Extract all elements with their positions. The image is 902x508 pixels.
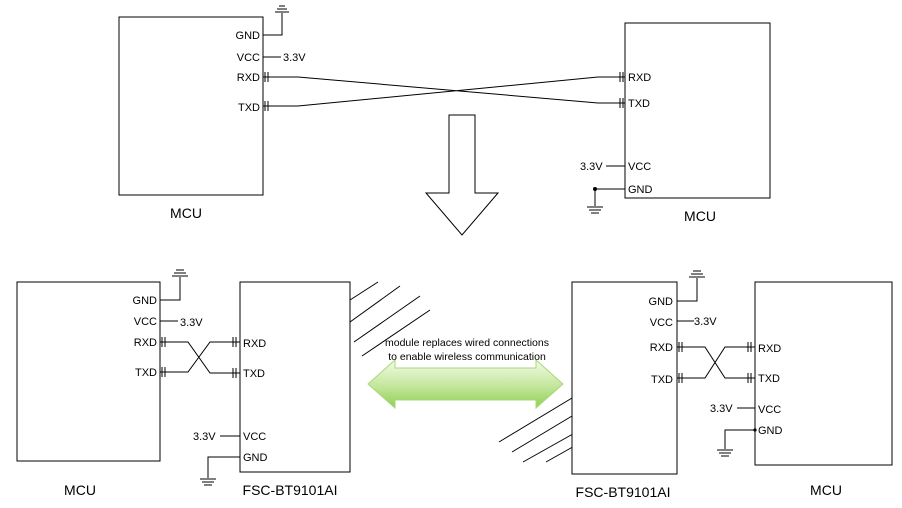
br-mcu-txd-label: TXD	[758, 373, 780, 385]
bottom-right-module-box	[571, 281, 678, 475]
top-right-mcu-label: MCU	[684, 208, 716, 224]
bl-mod-gnd-label: GND	[243, 452, 268, 464]
transform-down-arrow	[424, 114, 500, 236]
bottom-right-module: GND VCC RXD TXD 3.3V FSC-BT9101AI	[571, 281, 717, 500]
top-right-mcu: RXD TXD VCC GND 3.3V MCU	[580, 22, 771, 224]
br-mcu-vcc-value: 3.3V	[710, 403, 733, 415]
br-mcu-label: MCU	[810, 482, 842, 498]
br-mod-vcc-label: VCC	[650, 317, 673, 329]
top-left-vcc-label: VCC	[237, 52, 260, 64]
br-mod-vcc-value: 3.3V	[694, 316, 717, 328]
bottom-left-module: RXD TXD VCC GND 3.3V FSC-BT9101AI	[193, 281, 351, 498]
bottom-left-module-box	[239, 281, 351, 473]
bl-mcu-rxd-label: RXD	[134, 337, 157, 349]
bl-mcu-txd-label: TXD	[135, 367, 157, 379]
bl-mod-txd-label: TXD	[243, 368, 265, 380]
top-left-rxd-label: RXD	[237, 72, 260, 84]
bl-mod-rxd-label: RXD	[243, 338, 266, 350]
top-right-rxd-label: RXD	[628, 72, 651, 84]
bottom-right-wiring	[677, 270, 757, 457]
bottom-left-mcu-box	[16, 281, 161, 462]
bl-mcu-gnd-label: GND	[133, 295, 158, 307]
bl-mcu-vcc-label: VCC	[134, 316, 157, 328]
top-left-mcu: GND VCC RXD TXD 3.3V MCU	[118, 16, 306, 221]
br-mod-txd-label: TXD	[651, 374, 673, 386]
top-left-gnd-label: GND	[236, 30, 261, 42]
note-line-2: to enable wireless communication	[388, 351, 546, 363]
note-line-1: module replaces wired connections	[385, 337, 549, 349]
top-left-mcu-box	[118, 16, 264, 196]
bottom-left-wiring	[160, 269, 240, 486]
bl-mcu-vcc-value: 3.3V	[180, 317, 203, 329]
br-mod-gnd-label: GND	[649, 296, 674, 308]
bottom-right-mcu: RXD TXD VCC GND 3.3V MCU	[710, 281, 893, 498]
bl-module-label: FSC-BT9101AI	[243, 482, 338, 498]
top-left-vcc-value: 3.3V	[283, 52, 306, 64]
top-right-txd-label: TXD	[628, 98, 650, 110]
br-mcu-vcc-label: VCC	[758, 404, 781, 416]
bottom-left-mcu: GND VCC RXD TXD 3.3V MCU	[16, 281, 203, 498]
br-mod-rxd-label: RXD	[650, 342, 673, 354]
bl-mod-vcc-value: 3.3V	[193, 431, 216, 443]
top-right-mcu-box	[624, 22, 771, 199]
br-mcu-rxd-label: RXD	[758, 343, 781, 355]
top-right-gnd-label: GND	[628, 184, 653, 196]
br-module-label: FSC-BT9101AI	[576, 484, 671, 500]
top-left-wiring	[263, 5, 599, 111]
bl-mcu-label: MCU	[64, 482, 96, 498]
top-right-wiring	[587, 72, 625, 214]
top-right-vcc-label: VCC	[628, 161, 651, 173]
bl-antenna-hatch	[349, 281, 431, 357]
br-mcu-gnd-label: GND	[758, 425, 783, 437]
wireless-double-arrow	[367, 358, 564, 410]
top-left-mcu-label: MCU	[170, 205, 202, 221]
bl-mod-vcc-label: VCC	[243, 431, 266, 443]
top-left-txd-label: TXD	[238, 102, 260, 114]
bottom-right-mcu-box	[754, 281, 893, 466]
top-right-vcc-value: 3.3V	[580, 161, 603, 173]
